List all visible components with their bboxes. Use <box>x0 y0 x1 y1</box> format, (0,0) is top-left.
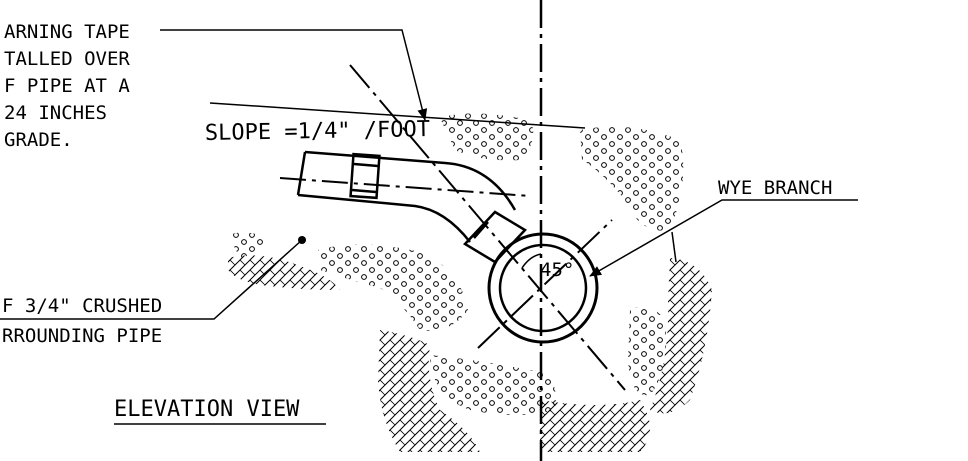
diagonal-centerline-a <box>349 64 626 391</box>
warning-note-line-4: 24 INCHES <box>4 102 107 124</box>
gravel-bedding-region <box>228 113 684 415</box>
slope-label: SLOPE =1/4" /FOOT <box>205 117 431 146</box>
view-title: ELEVATION VIEW <box>114 397 300 422</box>
sewer-pipe <box>296 150 527 264</box>
warning-note-line-1: ARNING TAPE <box>4 21 130 43</box>
wye-branch-inner <box>498 243 588 333</box>
warning-note-line-3: F PIPE AT A <box>4 75 130 97</box>
crushed-rock-leader <box>0 239 303 320</box>
warning-tape-leader <box>160 29 428 121</box>
angle-label: 45° <box>540 259 574 281</box>
grade-slope-line <box>209 102 586 129</box>
native-soil-region <box>228 255 712 452</box>
wye-branch-label: WYE BRANCH <box>718 177 832 199</box>
trench-edge-line <box>671 231 677 263</box>
warning-note-line-5: GRADE. <box>4 129 73 151</box>
leader-dot <box>298 236 306 244</box>
crushed-note-line-2: RROUNDING PIPE <box>2 325 162 347</box>
crushed-note-line-1: F 3/4" CRUSHED <box>2 295 162 317</box>
wye-branch-leader <box>589 199 858 277</box>
wye-branch-outer <box>487 232 599 344</box>
angle-arc <box>521 253 542 269</box>
warning-note-line-2: TALLED OVER <box>4 48 130 70</box>
diagonal-centerline-b <box>477 219 613 349</box>
